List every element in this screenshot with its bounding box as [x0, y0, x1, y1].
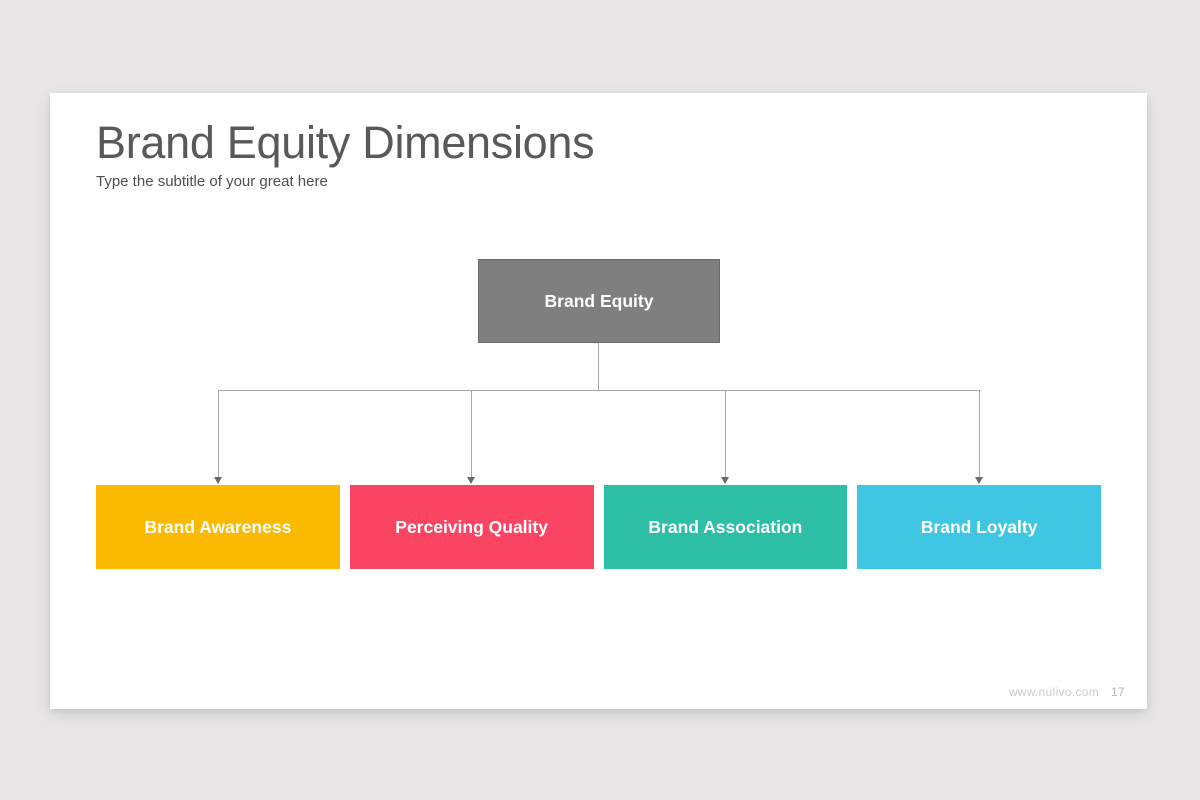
connector-drop-line-4 — [975, 390, 983, 484]
connector-drop-line-1 — [214, 390, 222, 484]
diagram-node-label: Perceiving Quality — [395, 516, 548, 537]
diagram-root-label: Brand Equity — [544, 290, 654, 311]
diagram-node-perceiving-quality: Perceiving Quality — [349, 485, 594, 569]
arrow-down-icon — [214, 477, 222, 484]
arrow-down-icon — [467, 477, 475, 484]
diagram-node-brand-awareness: Brand Awareness — [96, 485, 340, 569]
diagram-root-node-brand-equity: Brand Equity — [478, 259, 720, 343]
diagram-node-brand-loyalty: Brand Loyalty — [857, 485, 1101, 569]
slide-footer: www.nulivo.com 17 — [1009, 685, 1125, 699]
arrow-down-icon — [721, 477, 729, 484]
diagram-node-label: Brand Loyalty — [920, 516, 1038, 537]
page-title: Brand Equity Dimensions — [96, 117, 595, 168]
diagram-node-brand-association: Brand Association — [603, 485, 848, 569]
connector-drop-line-2 — [467, 390, 475, 484]
footer-website: www.nulivo.com — [1008, 685, 1100, 699]
connector-drop-line-3 — [721, 390, 729, 484]
diagram-node-label: Brand Awareness — [144, 516, 292, 537]
arrow-down-icon — [975, 477, 983, 484]
connector-stem-line — [598, 343, 599, 390]
hierarchy-diagram: Brand Equity Brand Awareness P — [50, 93, 1147, 709]
page-subtitle: Type the subtitle of your great here — [96, 173, 328, 190]
diagram-children-row: Brand Awareness Perceiving Quality Brand… — [96, 485, 1101, 569]
footer-page-number: 17 — [1111, 685, 1125, 699]
slide: Brand Equity Dimensions Type the subtitl… — [50, 93, 1147, 709]
diagram-node-label: Brand Association — [648, 516, 803, 537]
connector-horizontal-line — [218, 390, 979, 391]
